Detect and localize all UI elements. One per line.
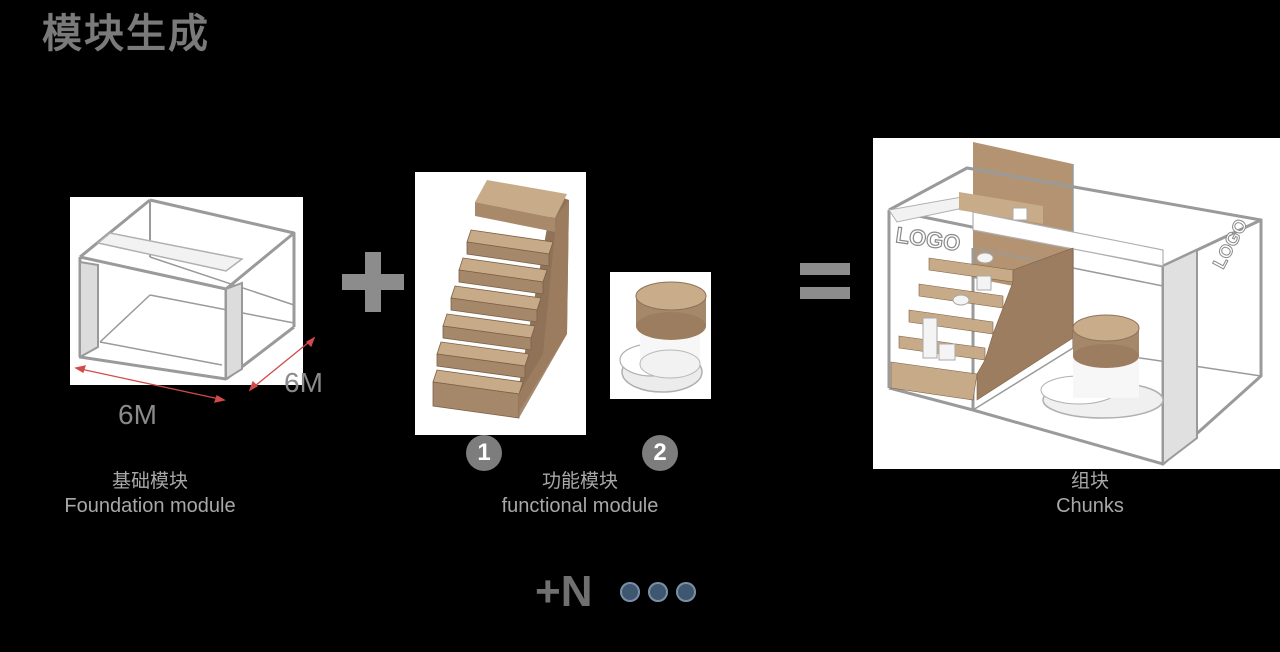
foundation-caption-cn: 基础模块 [111,470,188,492]
equals-icon [800,263,850,299]
ellipsis-dot-1 [620,582,640,602]
chunks-caption-en: Chunks [1056,494,1124,517]
chunks-caption-cn: 组块 [1070,470,1109,492]
foundation-caption-en: Foundation module [64,494,236,517]
badge-2: 2 [642,435,678,471]
foundation-module-image [70,197,303,385]
staircase-drawing [432,180,569,419]
logo-left-text: LOGO [894,222,962,256]
chunks-caption: 组块 Chunks [1000,470,1180,519]
chunks-drawing: LOGO LOGO [887,142,1263,467]
functional-caption-cn: 功能模块 [541,470,618,492]
functional-caption-en: functional module [501,494,659,517]
ellipsis-dot-3 [676,582,696,602]
badge-1: 1 [466,435,502,471]
dimension-width-label: 6M [118,399,157,430]
round-seat-drawing [619,281,707,393]
foundation-caption: 基础模块 Foundation module [40,470,260,519]
dimension-depth-label: 6M [284,367,323,398]
dimension-lines [74,336,316,403]
functional-module-stairs-image [415,172,586,435]
chunks-image: LOGO LOGO [873,138,1280,469]
plus-n-label: +N [535,567,593,616]
functional-caption: 功能模块 functional module [470,470,690,519]
ellipsis-dot-2 [648,582,668,602]
functional-module-seat-image [610,272,711,399]
foundation-frame-drawing [78,198,296,381]
logo-right-text: LOGO [1209,216,1252,272]
page-title: 模块生成 [42,11,210,57]
plus-icon [342,252,404,312]
